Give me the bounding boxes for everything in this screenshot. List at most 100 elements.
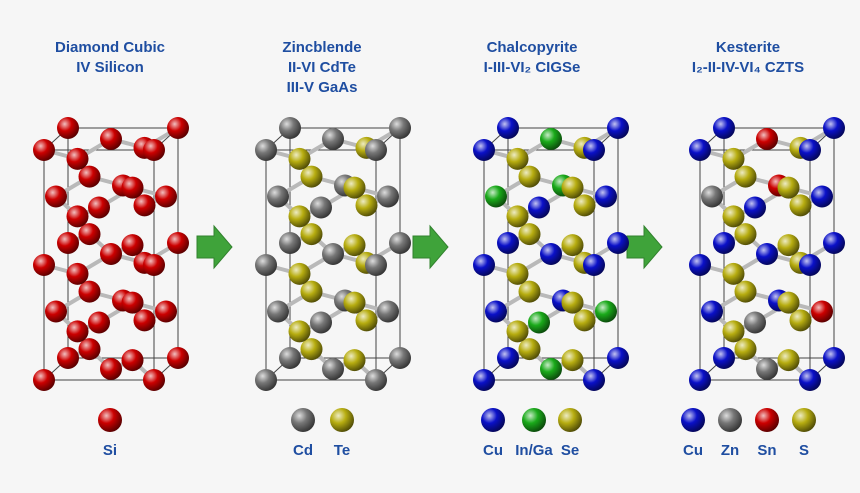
atom-s [777, 234, 800, 257]
structure-zincblende [255, 117, 411, 391]
transition-arrow-2 [412, 224, 449, 270]
legend-label-cd: Cd [293, 442, 313, 459]
atom-cu [823, 232, 845, 254]
atom-s [734, 223, 757, 246]
atom-te [300, 338, 323, 361]
structure-diamond [33, 117, 189, 391]
atom-si [133, 309, 156, 332]
legend-label-s: S [798, 442, 809, 459]
atom-in-ga [540, 128, 562, 150]
atom-s [777, 349, 800, 372]
atom-sn [756, 128, 778, 150]
atom-se [561, 234, 584, 257]
atom-cu [799, 254, 821, 276]
atom-cu [811, 185, 833, 208]
atom-cd [377, 185, 399, 208]
atom-si [57, 232, 79, 254]
atom-cu [497, 117, 519, 139]
atom-s [722, 147, 745, 170]
atom-cu [713, 347, 735, 369]
atom-zn [756, 358, 778, 380]
legend-label-se: Se [560, 442, 580, 459]
title-line: Kesterite [715, 39, 781, 56]
atom-cu [540, 243, 562, 265]
atom-si [167, 117, 189, 139]
atom-si [66, 147, 89, 170]
legend-atom-te [330, 408, 354, 432]
atom-si [66, 205, 89, 228]
atom-si [45, 300, 67, 323]
atom-si [45, 185, 67, 208]
atom-sn [811, 300, 833, 323]
title-line: Diamond Cubic [54, 39, 165, 56]
atom-cd [255, 369, 277, 391]
atom-cd [365, 139, 387, 161]
atom-in-ga [540, 358, 562, 380]
atom-cu [583, 369, 605, 391]
atom-se [518, 165, 541, 188]
atom-si [121, 291, 144, 314]
atom-cd [279, 117, 301, 139]
atom-si [133, 194, 156, 217]
atom-se [518, 338, 541, 361]
atom-te [343, 234, 366, 257]
transition-arrow-1 [196, 224, 233, 270]
legend-label-te: Te [333, 442, 351, 459]
title-line: II-VI CdTe [287, 59, 357, 76]
atom-te [343, 176, 366, 199]
atom-cu [583, 139, 605, 161]
atom-te [355, 194, 378, 217]
atom-zn [744, 311, 766, 334]
atom-cd [365, 369, 387, 391]
atom-cd [389, 232, 411, 254]
atom-cu [713, 232, 735, 254]
atom-te [343, 349, 366, 372]
legend-atom-zn [718, 408, 742, 432]
atom-cd [389, 347, 411, 369]
atom-si [167, 232, 189, 254]
atom-se [561, 291, 584, 314]
atom-cd [322, 128, 344, 150]
atom-cd [377, 300, 399, 323]
atom-si [143, 369, 165, 391]
legend-label-cu: Cu [483, 442, 503, 459]
legend-atom-s [792, 408, 816, 432]
structure-chalcopyrite [473, 117, 629, 391]
atom-cu [485, 300, 507, 323]
atom-te [288, 205, 311, 228]
atom-se [561, 176, 584, 199]
title-line: IV Silicon [76, 59, 144, 76]
atom-si [155, 300, 177, 323]
atom-s [734, 165, 757, 188]
atom-se [561, 349, 584, 372]
atom-te [300, 280, 323, 303]
atom-si [33, 369, 55, 391]
legend-atom-cd [291, 408, 315, 432]
atom-s [777, 291, 800, 314]
legend-atom-sn [755, 408, 779, 432]
atom-si [33, 254, 55, 276]
atom-cd [255, 139, 277, 161]
title-line: Chalcopyrite [486, 39, 578, 56]
atom-cu [689, 139, 711, 161]
atom-cd [322, 358, 344, 380]
atom-cu [744, 196, 766, 219]
atom-si [57, 347, 79, 369]
atom-s [777, 176, 800, 199]
atom-cd [279, 232, 301, 254]
atom-te [288, 262, 311, 285]
atom-te [355, 309, 378, 332]
atom-si [121, 176, 144, 199]
title-zincblende: Zincblende II-VI CdTe III-V GaAs [222, 38, 422, 98]
atom-cu [583, 254, 605, 276]
atom-si [143, 254, 165, 276]
title-line: I-III-VI₂ CIGSe [483, 59, 581, 76]
atom-se [573, 194, 596, 217]
atom-cu [473, 369, 495, 391]
legend-label-cu-2: Cu [683, 442, 703, 459]
atom-s [734, 338, 757, 361]
title-line: III-V GaAs [286, 79, 358, 96]
atom-cu [473, 254, 495, 276]
atom-cd [279, 347, 301, 369]
